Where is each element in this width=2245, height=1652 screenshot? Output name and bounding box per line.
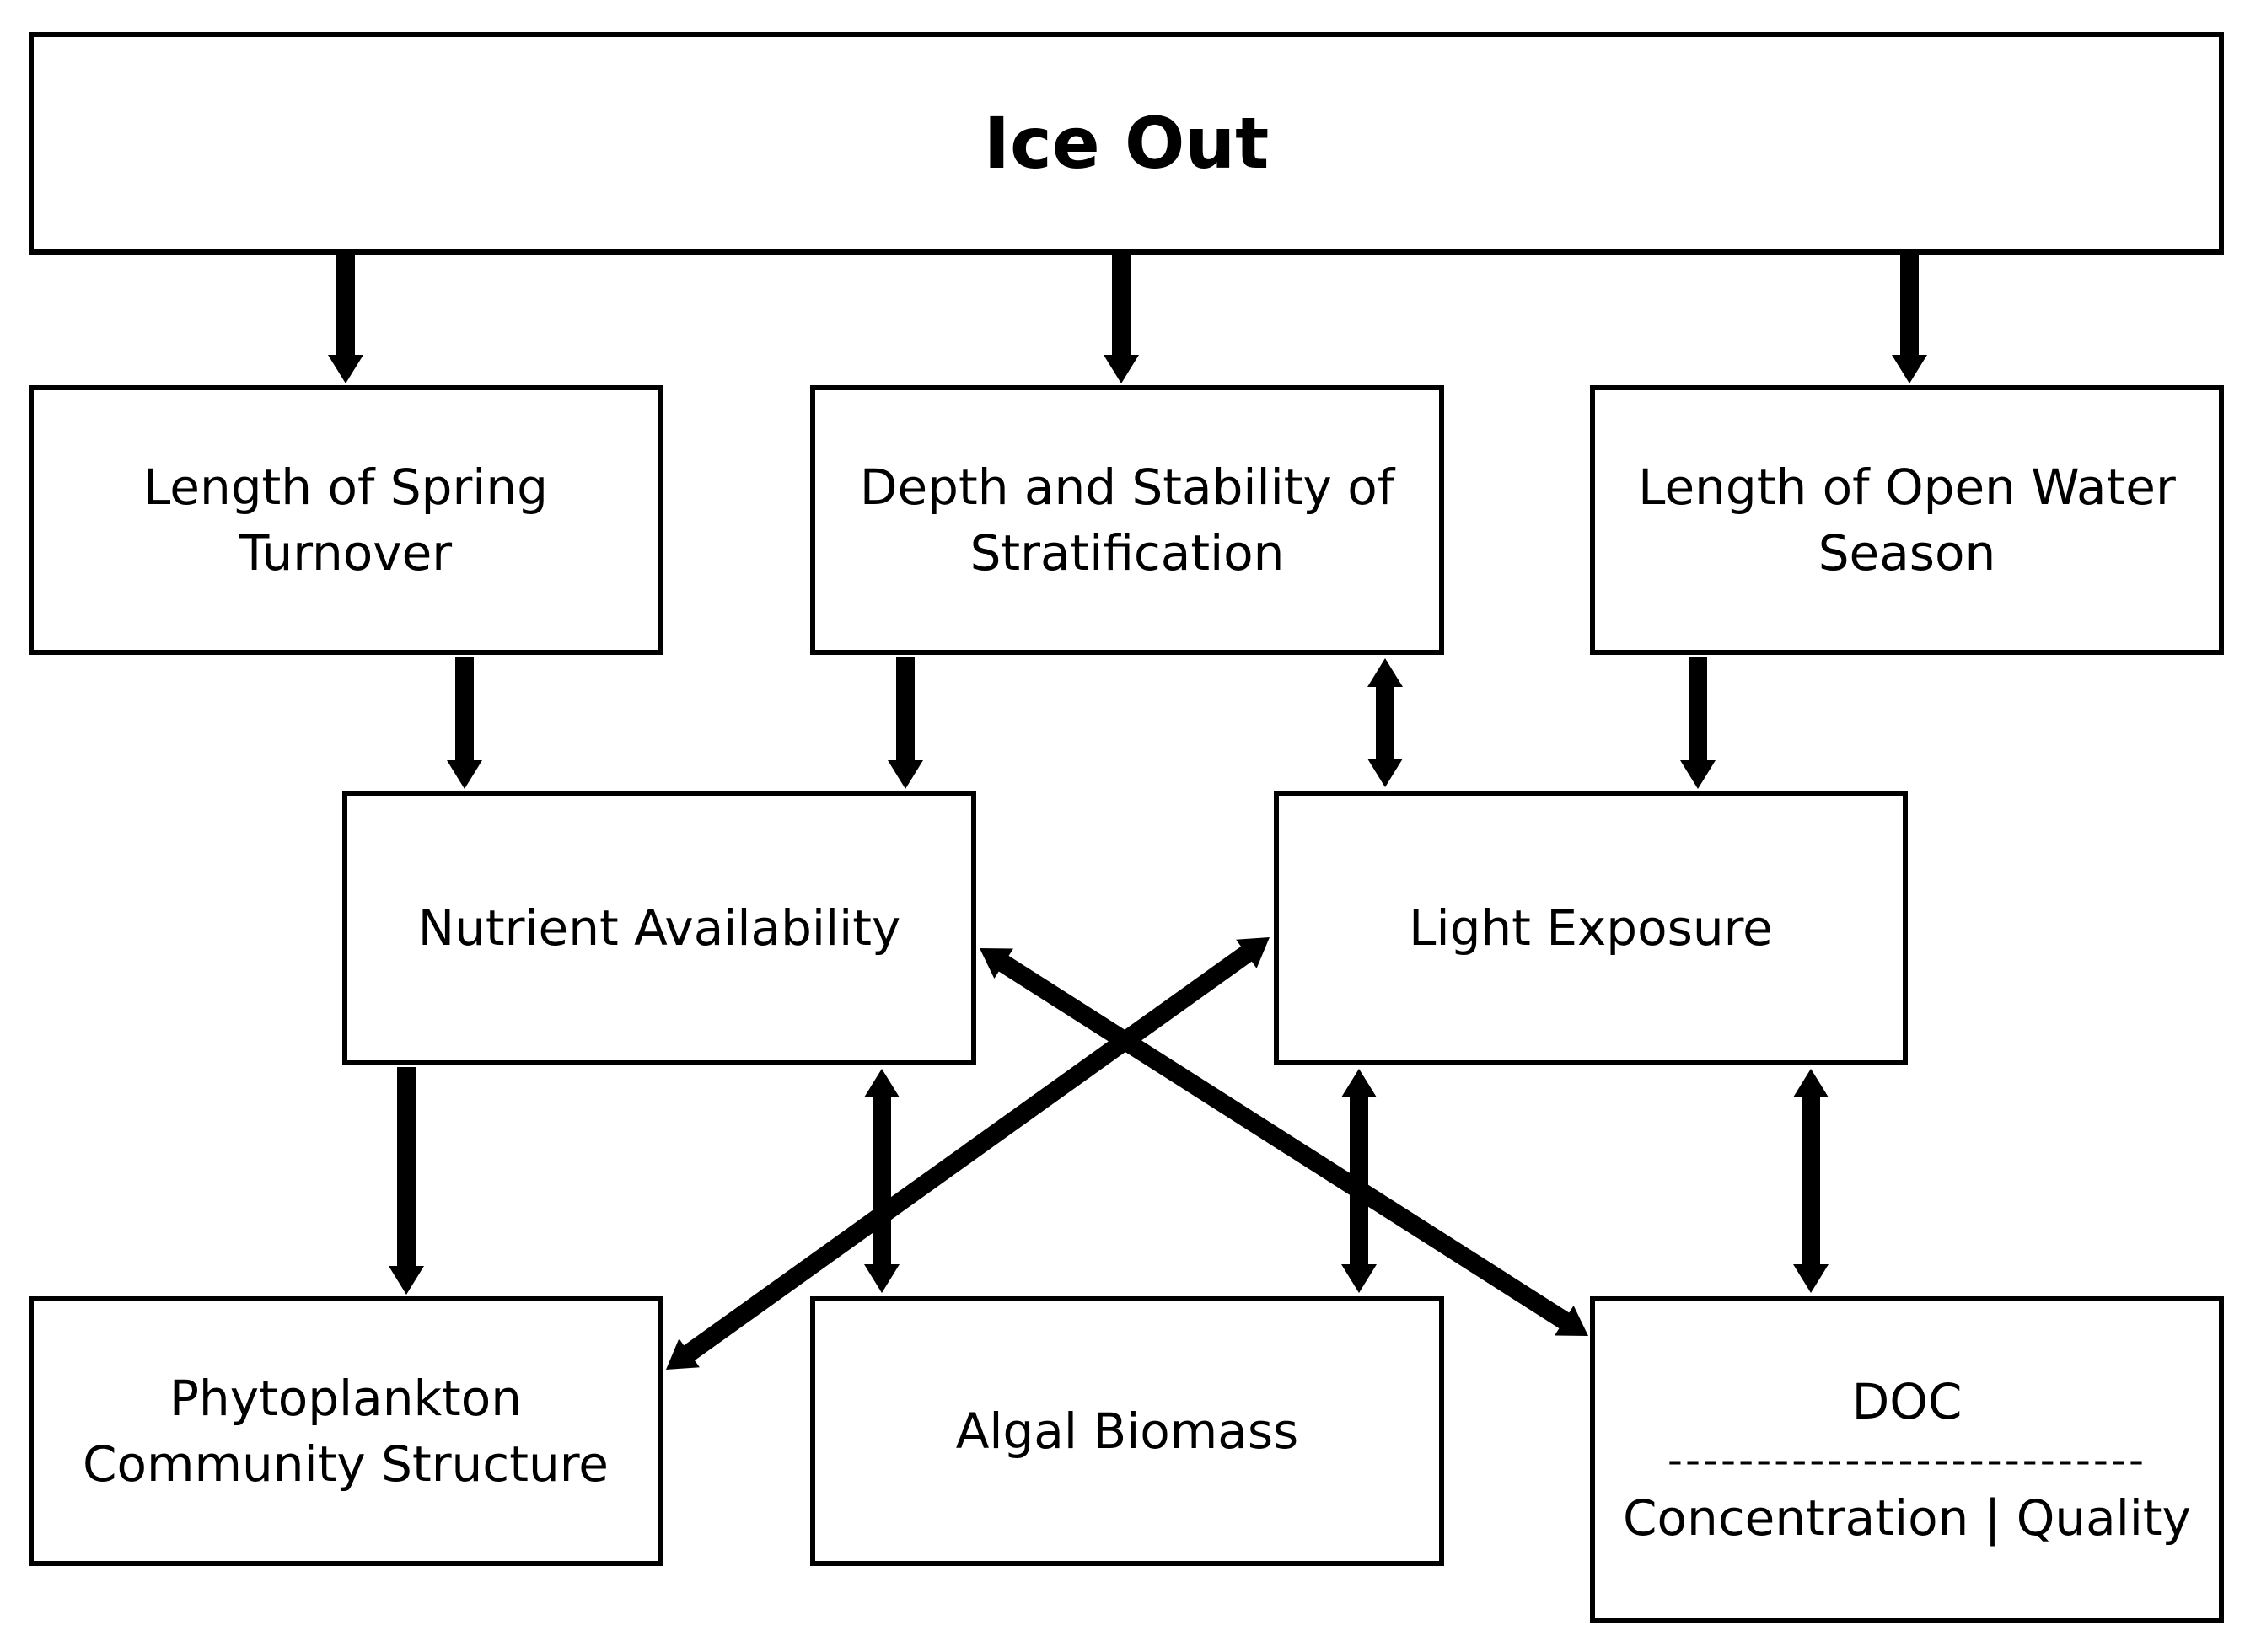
arrow-light-phyto-tail-head	[1236, 937, 1270, 968]
doc-box: DOC --------------------------- Concentr…	[1590, 1296, 2224, 1623]
arrow-strat-light-tail-head	[1367, 658, 1403, 687]
arrow-light-phyto	[666, 937, 1270, 1370]
phytoplankton-box: Phytoplankton Community Structure	[29, 1296, 663, 1566]
arrow-spring-to-nutrient-head	[447, 760, 482, 789]
open-water-label-line2: Season	[1818, 524, 1996, 582]
light-exposure-label: Light Exposure	[1409, 899, 1773, 957]
arrow-nutrient-doc-shaft	[997, 954, 1571, 1330]
doc-subtitle: Concentration | Quality	[1623, 1489, 2191, 1547]
arrow-ice-to-strat-head	[1104, 355, 1139, 384]
arrow-ice-to-strat	[1104, 255, 1139, 384]
doc-divider: ---------------------------	[1667, 1435, 2147, 1484]
nutrient-label: Nutrient Availability	[417, 899, 901, 957]
open-water-season-box: Length of Open Water Season	[1590, 385, 2224, 655]
arrow-light-phyto-head	[666, 1338, 700, 1370]
arrow-light-phyto-shaft	[682, 945, 1254, 1362]
arrow-ice-to-spring-head	[328, 355, 363, 384]
arrow-strat-to-nutrient	[888, 657, 923, 789]
arrow-nutrient-algal-tail-head	[864, 1069, 900, 1097]
stratification-label-line1: Depth and Stability of	[859, 459, 1395, 516]
arrow-open-to-light	[1680, 657, 1716, 789]
algal-biomass-box: Algal Biomass	[810, 1296, 1444, 1566]
ice-out-label: Ice Out	[983, 102, 1270, 185]
open-water-label-line1: Length of Open Water	[1638, 459, 2176, 516]
phytoplankton-label-line1: Phytoplankton	[169, 1370, 523, 1427]
arrow-nutrient-to-phyto-head	[389, 1266, 424, 1295]
arrow-light-doc	[1793, 1069, 1829, 1293]
arrow-nutrient-doc-tail-head	[980, 948, 1013, 979]
arrow-nutrient-to-phyto	[389, 1067, 424, 1295]
stratification-label-line2: Stratification	[969, 524, 1285, 582]
arrow-light-algal-tail-head	[1341, 1069, 1377, 1097]
doc-title: DOC	[1851, 1373, 1963, 1430]
spring-turnover-box: Length of Spring Turnover	[29, 385, 663, 655]
arrow-spring-to-nutrient	[447, 657, 482, 789]
arrow-open-to-light-head	[1680, 760, 1716, 789]
stratification-box: Depth and Stability of Stratification	[810, 385, 1444, 655]
nutrient-availability-box: Nutrient Availability	[342, 791, 976, 1065]
algal-biomass-label: Algal Biomass	[955, 1403, 1299, 1460]
arrow-nutrient-doc	[980, 948, 1588, 1336]
spring-turnover-label-line2: Turnover	[239, 524, 453, 582]
arrow-strat-to-nutrient-head	[888, 760, 923, 789]
arrow-ice-to-open-head	[1892, 355, 1927, 384]
ice-out-box: Ice Out	[29, 32, 2224, 255]
arrow-ice-to-open	[1892, 255, 1927, 384]
phytoplankton-label-line2: Community Structure	[83, 1435, 609, 1493]
arrow-ice-to-spring	[328, 255, 363, 384]
arrow-nutrient-doc-head	[1555, 1306, 1588, 1336]
arrow-light-algal-head	[1341, 1264, 1377, 1293]
arrow-light-doc-tail-head	[1793, 1069, 1829, 1097]
spring-turnover-label-line1: Length of Spring	[142, 459, 548, 516]
arrow-strat-light-head	[1367, 759, 1403, 787]
arrow-nutrient-algal	[864, 1069, 900, 1293]
light-exposure-box: Light Exposure	[1274, 791, 1908, 1065]
arrow-nutrient-algal-head	[864, 1264, 900, 1293]
arrow-light-doc-head	[1793, 1264, 1829, 1293]
arrow-strat-light	[1367, 658, 1403, 787]
